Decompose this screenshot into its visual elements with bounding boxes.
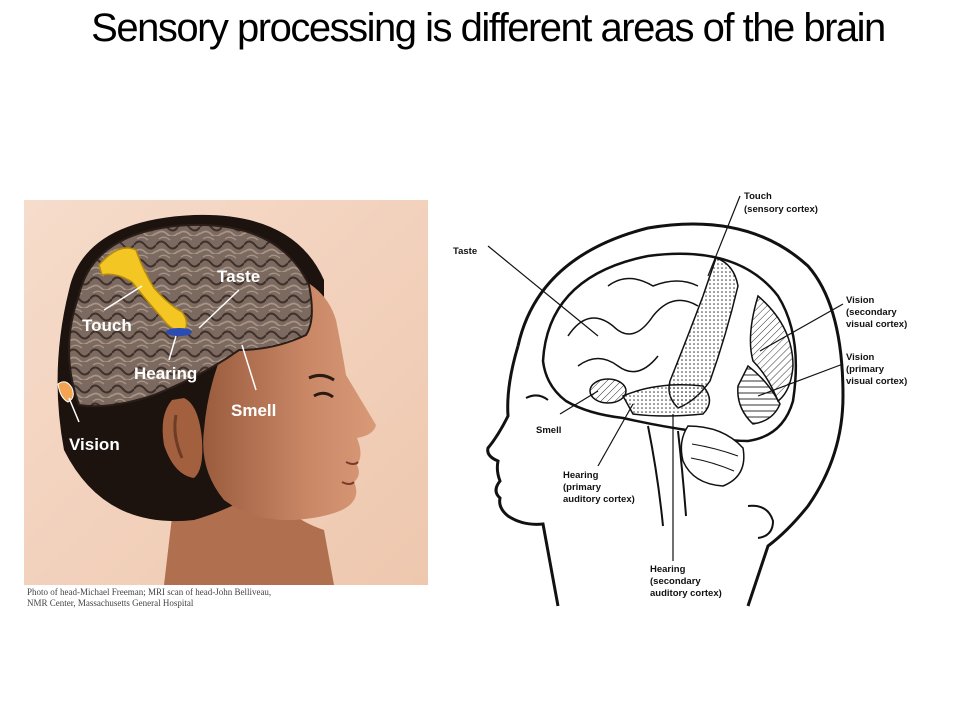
diagram-label-vision-secondary-detail-2: visual cortex) xyxy=(846,319,907,330)
diagram-label-touch-detail: (sensory cortex) xyxy=(744,204,818,215)
photo-credit: Photo of head-Michael Freeman; MRI scan … xyxy=(27,587,427,609)
photo-credit-line-1: Photo of head-Michael Freeman; MRI scan … xyxy=(27,587,272,597)
diagram-label-touch: Touch xyxy=(744,191,772,202)
diagram-label-vision-primary-detail: (primary xyxy=(846,364,885,375)
diagram-label-hearing-secondary: Hearing xyxy=(650,564,686,575)
diagram-label-vision-primary: Vision xyxy=(846,352,875,363)
diagram-label-vision-secondary: Vision xyxy=(846,295,875,306)
photo-label-smell: Smell xyxy=(231,401,276,420)
diagram-label-hearing-primary-detail: (primary xyxy=(563,482,602,493)
photo-label-hearing: Hearing xyxy=(134,364,197,383)
diagram-label-hearing-primary-detail-2: auditory cortex) xyxy=(563,494,635,505)
diagram-label-hearing-secondary-detail: (secondary xyxy=(650,576,701,587)
diagram-label-smell: Smell xyxy=(536,425,561,436)
photo-label-vision: Vision xyxy=(69,435,120,454)
photo-label-touch: Touch xyxy=(82,316,132,335)
head-photo-illustration: Touch Taste Hearing Smell Vision xyxy=(24,200,428,585)
brain-diagram-illustration: Touch (sensory cortex) Taste Vision (sec… xyxy=(453,191,907,607)
brain-diagram: Touch (sensory cortex) Taste Vision (sec… xyxy=(448,186,948,616)
diagram-label-vision-secondary-detail: (secondary xyxy=(846,307,897,318)
diagram-label-hearing-primary: Hearing xyxy=(563,470,599,481)
photo-label-taste: Taste xyxy=(217,267,260,286)
head-photo: Touch Taste Hearing Smell Vision Photo o… xyxy=(24,200,428,610)
diagram-label-taste: Taste xyxy=(453,246,477,257)
diagram-label-vision-primary-detail-2: visual cortex) xyxy=(846,376,907,387)
photo-credit-line-2: NMR Center, Massachusetts General Hospit… xyxy=(27,598,194,608)
slide-title: Sensory processing is different areas of… xyxy=(91,6,886,50)
diagram-label-hearing-secondary-detail-2: auditory cortex) xyxy=(650,588,722,599)
